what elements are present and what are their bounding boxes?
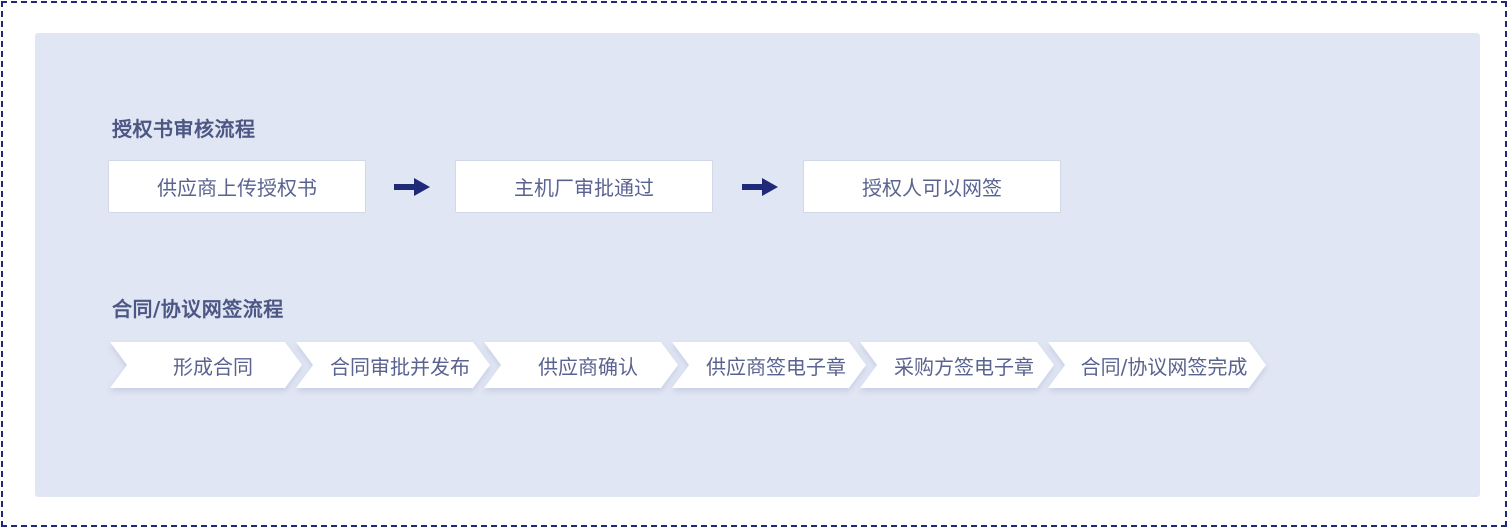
auth-step-approve: 主机厂审批通过 — [455, 160, 713, 213]
authorization-flow-title: 授权书审核流程 — [112, 117, 256, 141]
contract-step-approve-publish: 合同审批并发布 — [296, 342, 490, 388]
contract-step-supplier-seal: 供应商签电子章 — [672, 342, 866, 388]
auth-step-upload: 供应商上传授权书 — [108, 160, 366, 213]
contract-step-complete: 合同/协议网签完成 — [1048, 342, 1266, 388]
contract-step-label: 合同审批并发布 — [330, 354, 470, 379]
contract-step-supplier-confirm: 供应商确认 — [484, 342, 678, 388]
auth-step-sign: 授权人可以网签 — [803, 160, 1061, 213]
process-panel — [35, 33, 1480, 497]
contract-step-label: 供应商签电子章 — [706, 354, 846, 379]
contract-step-label: 合同/协议网签完成 — [1080, 354, 1248, 379]
contract-step-label: 采购方签电子章 — [894, 354, 1034, 379]
contract-step-create: 形成合同 — [110, 342, 302, 388]
arrow-right-icon — [742, 178, 778, 196]
contract-step-label: 供应商确认 — [538, 354, 638, 379]
arrow-right-icon — [394, 178, 430, 196]
contract-step-purchaser-seal: 采购方签电子章 — [860, 342, 1054, 388]
contract-step-label: 形成合同 — [173, 354, 253, 379]
contract-flow-title: 合同/协议网签流程 — [112, 297, 284, 321]
